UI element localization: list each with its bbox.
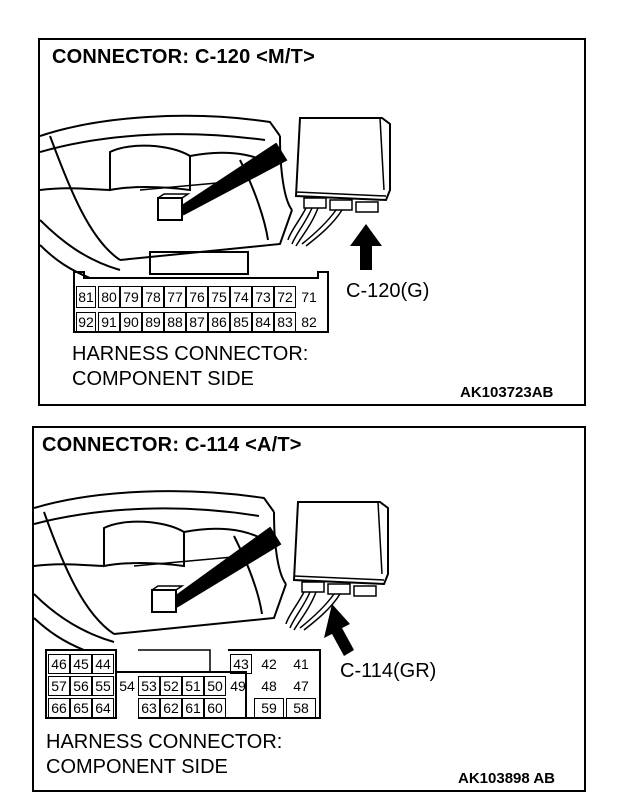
pin: 64 bbox=[92, 698, 114, 718]
pin: 82 bbox=[301, 314, 317, 330]
pin: 54 bbox=[119, 678, 135, 694]
pin: 46 bbox=[48, 654, 70, 674]
caption-line-2: COMPONENT SIDE bbox=[72, 368, 254, 390]
pin: 44 bbox=[92, 654, 114, 674]
pin: 92 bbox=[76, 312, 96, 332]
pin: 57 bbox=[48, 676, 70, 696]
pin: 84 bbox=[252, 312, 274, 332]
caption-line-1: HARNESS CONNECTOR: bbox=[46, 731, 283, 753]
pin: 56 bbox=[70, 676, 92, 696]
pin: 63 bbox=[138, 698, 160, 718]
figure-code: AK103723AB bbox=[460, 384, 554, 401]
pin: 83 bbox=[274, 312, 296, 332]
pin: 78 bbox=[142, 286, 164, 308]
pin: 77 bbox=[164, 286, 186, 308]
pin: 71 bbox=[301, 289, 317, 305]
pin: 81 bbox=[76, 286, 96, 308]
pin: 91 bbox=[98, 312, 120, 332]
pin: 47 bbox=[293, 678, 309, 694]
pin: 79 bbox=[120, 286, 142, 308]
dashboard-illustration bbox=[34, 490, 389, 719]
pin: 90 bbox=[120, 312, 142, 332]
pin: 87 bbox=[186, 312, 208, 332]
pin: 49 bbox=[230, 678, 246, 694]
pin: 62 bbox=[160, 698, 182, 718]
pin: 72 bbox=[274, 286, 296, 308]
pin: 61 bbox=[182, 698, 204, 718]
pin: 73 bbox=[252, 286, 274, 308]
pin: 51 bbox=[182, 676, 204, 696]
panel-title: CONNECTOR: C-120 <M/T> bbox=[52, 46, 315, 68]
pin: 45 bbox=[70, 654, 92, 674]
pin: 55 bbox=[92, 676, 114, 696]
pin: 50 bbox=[204, 676, 226, 696]
pin: 89 bbox=[142, 312, 164, 332]
pin: 86 bbox=[208, 312, 230, 332]
pin: 48 bbox=[261, 678, 277, 694]
pin: 60 bbox=[204, 698, 226, 718]
pin: 42 bbox=[261, 656, 277, 672]
pin: 66 bbox=[48, 698, 70, 718]
connector-label: C-120(G) bbox=[346, 280, 430, 302]
pin: 58 bbox=[286, 698, 316, 718]
pin: 65 bbox=[70, 698, 92, 718]
pin: 85 bbox=[230, 312, 252, 332]
pin: 75 bbox=[208, 286, 230, 308]
pin: 53 bbox=[138, 676, 160, 696]
pin: 74 bbox=[230, 286, 252, 308]
pin: 80 bbox=[98, 286, 120, 308]
pin: 59 bbox=[254, 698, 284, 718]
panel-title: CONNECTOR: C-114 <A/T> bbox=[42, 434, 302, 456]
connector-label: C-114(GR) bbox=[340, 660, 437, 682]
pin: 41 bbox=[293, 656, 309, 672]
pin: 76 bbox=[186, 286, 208, 308]
connector-panel-c114: CONNECTOR: C-114 <A/T> bbox=[32, 426, 586, 792]
connector-panel-c120: CONNECTOR: C-120 <M/T> bbox=[38, 38, 586, 406]
pin: 88 bbox=[164, 312, 186, 332]
dashboard-illustration bbox=[40, 114, 391, 333]
caption-line-2: COMPONENT SIDE bbox=[46, 756, 228, 778]
pin: 43 bbox=[230, 654, 252, 674]
figure-code: AK103898 AB bbox=[458, 770, 555, 787]
pin: 52 bbox=[160, 676, 182, 696]
caption-line-1: HARNESS CONNECTOR: bbox=[72, 343, 309, 365]
